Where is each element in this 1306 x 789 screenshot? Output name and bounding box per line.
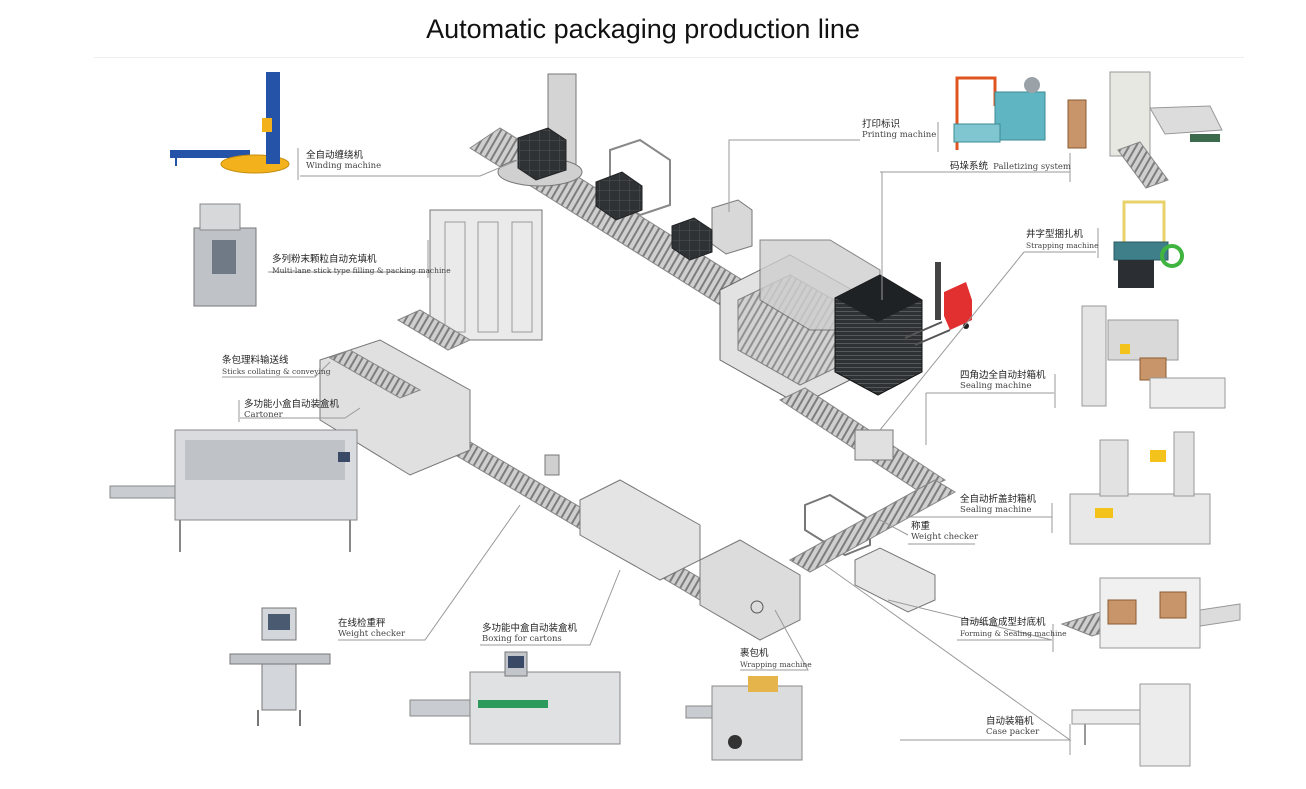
diagram-title: Automatic packaging production line [426, 14, 860, 44]
boxing-unit [579, 479, 701, 581]
label-case-packer: 自动装箱机 Case packer [986, 716, 1040, 737]
palletizing-system-icon [1067, 71, 1223, 189]
label-boxing-cartons: 多功能中盒自动装盒机 Boxing for cartons [482, 623, 578, 644]
label-cartoner: 多功能小盒自动装盒机 Cartoner [244, 399, 340, 420]
control-panel [544, 454, 560, 476]
label-printing-machine: 打印标识 Printing machine [862, 119, 937, 140]
leader-forming [887, 599, 1054, 652]
sealing-machine-icon [1081, 305, 1226, 409]
title-divider [94, 57, 1244, 58]
weight-checker-icon [229, 607, 331, 726]
leader-cartoner [238, 400, 361, 422]
leader-sealing-4corner [925, 374, 1056, 445]
conveyor-segment [788, 479, 957, 573]
leader-weight-checker-line [879, 519, 975, 545]
leader-winding [297, 148, 519, 180]
label-palletizing-system: 码垛系统 Palletizing system [950, 161, 1071, 172]
winding-machine-icon [170, 72, 290, 174]
pallet-load [517, 127, 567, 181]
leader-strapping [879, 228, 1099, 431]
leader-sticks-collating [222, 361, 331, 378]
forklift-icon [904, 262, 972, 346]
label-stick-filling-machine: 多列粉末颗粒自动充填机 Multi-lane stick type fillin… [272, 254, 451, 275]
leader-boxing [480, 569, 621, 646]
label-forming-sealing: 自动纸盒成型封底机 Forming & Sealing machine [960, 617, 1067, 638]
central-production-line [319, 73, 972, 641]
sealer-unit [854, 429, 894, 461]
stick-filling-machine-icon [193, 203, 257, 307]
leader-printing [728, 139, 860, 212]
label-strapping-machine: 井字型捆扎机 Strapping machine [1026, 229, 1099, 250]
printer-unit [711, 199, 753, 255]
forming-machine-icon [1060, 577, 1241, 649]
wrapping-unit [699, 539, 801, 641]
carton-erector [854, 547, 936, 613]
leader-wrapping [740, 609, 809, 671]
pallet-load [595, 171, 643, 221]
conveyor-segment [328, 349, 422, 399]
boxing-machine-icon [409, 651, 621, 745]
pallet-load [671, 217, 713, 261]
stick-filler-tower [429, 209, 543, 341]
leader-palletizing [880, 153, 1071, 300]
leader-lines [222, 122, 1099, 755]
palletizer-frame [719, 239, 881, 406]
cartoner-machine-icon [109, 429, 358, 552]
checkweigher-unit [804, 493, 871, 557]
leader-sealing-fold [906, 503, 1053, 533]
sealing-machine-icon [1069, 431, 1211, 545]
label-sealing-machine-4corner: 四角边全自动封箱机 Sealing machine [960, 370, 1046, 391]
label-weight-checker-online: 在线检重秤 Weight checker [338, 618, 406, 639]
conveyor-segment [396, 309, 472, 351]
label-weight-checker-line: 称重 Weight checker [911, 521, 979, 542]
label-wrapping-machine: 裹包机 Wrapping machine [740, 648, 812, 669]
case-packer-icon [1071, 683, 1191, 767]
leader-case-packer [824, 564, 1072, 755]
printing-machine-icon [953, 76, 1046, 150]
strapping-machine-icon [1113, 200, 1184, 288]
label-sealing-machine-fold: 全自动折盖封箱机 Sealing machine [960, 494, 1037, 515]
label-winding-machine: 全自动缠绕机 Winding machine [306, 150, 382, 171]
wrapping-machine-icon [685, 676, 803, 761]
leader-weight-checker-online [338, 504, 521, 641]
label-sticks-collating: 条包理料输送线 Sticks collating & conveying [222, 355, 331, 376]
